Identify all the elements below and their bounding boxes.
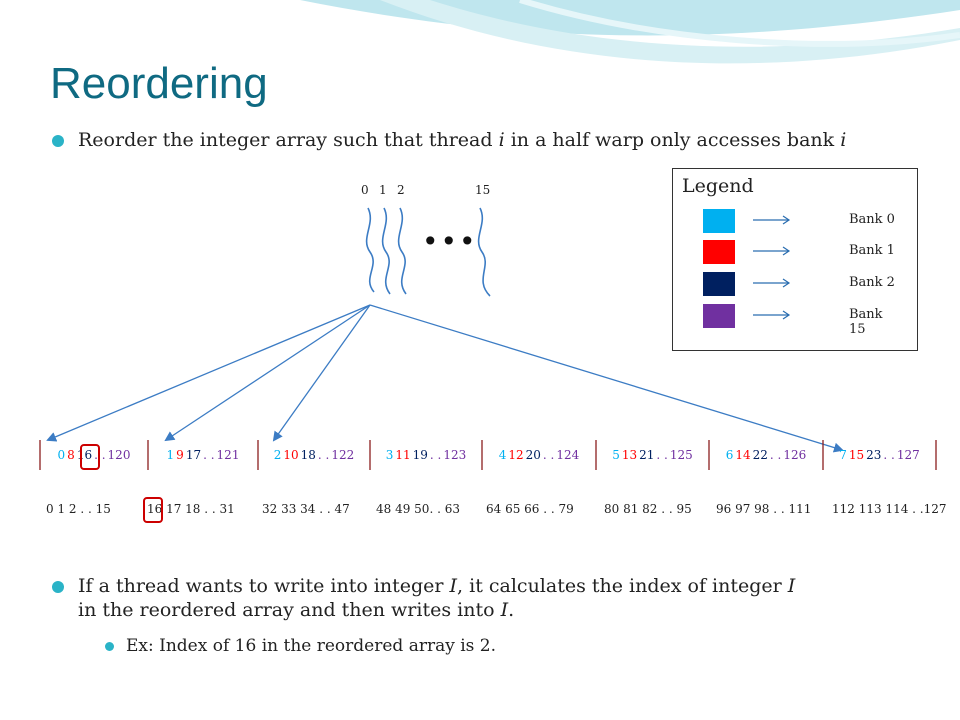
arrow-right-icon: [753, 246, 791, 256]
bullet-dot-icon: [52, 135, 64, 147]
index-range-4: 64 65 66 . . 79: [486, 502, 574, 516]
thread-ellipsis: •••: [422, 225, 478, 258]
index-range-5: 80 81 82 . . 95: [604, 502, 692, 516]
bullet-write: If a thread wants to write into integer …: [52, 574, 902, 622]
index-range-7: 112 113 114 . .127: [832, 502, 947, 516]
sub-bullet-dot-icon: [105, 642, 114, 651]
thread-label-2: 2: [397, 183, 405, 197]
arrow-right-icon: [753, 215, 791, 225]
arrow-right-icon: [753, 278, 791, 288]
legend-label-bank-1: Bank 1: [849, 243, 895, 258]
index-range-0: 0 1 2 . . 15: [46, 502, 111, 516]
thread-2-squiggle: [397, 207, 407, 295]
sub-bullet-example-text: Ex: Index of 16 in the reordered array i…: [126, 636, 497, 656]
thread-15-squiggle: [477, 207, 491, 297]
bullet-dot-icon: [52, 581, 64, 593]
sub-bullet-example: Ex: Index of 16 in the reordered array i…: [105, 634, 496, 658]
thread-label-15: 15: [475, 183, 491, 197]
thread-1-squiggle: [381, 207, 391, 295]
index-range-1: 16 17 18 . . 31: [147, 502, 235, 516]
legend-label-bank-15: Bank 15: [849, 307, 883, 337]
legend-box: Legend Bank 0 Bank 1 Bank 2 Bank 15: [672, 168, 918, 351]
bullet-reorder-text: Reorder the integer array such that thre…: [78, 129, 847, 151]
legend-label-bank-0: Bank 0: [849, 212, 895, 227]
slide-title: Reordering: [50, 59, 268, 108]
legend-item-bank-1: Bank 1: [703, 240, 903, 264]
swatch-bank-1: [703, 240, 735, 264]
arrow-thread-to-segment-1: [164, 304, 371, 442]
swatch-bank-2: [703, 272, 735, 296]
swatch-bank-0: [703, 209, 735, 233]
swatch-bank-15: [703, 304, 735, 328]
legend-item-bank-0: Bank 0: [703, 209, 903, 233]
legend-item-bank-15: Bank 15: [703, 304, 903, 337]
thread-0-squiggle: [365, 207, 375, 293]
arrow-thread-to-segment-2: [272, 304, 371, 442]
highlight-16-reordered: [80, 444, 100, 470]
header-swoosh: [300, 0, 960, 64]
bullet-reorder: Reorder the integer array such that thre…: [52, 128, 932, 152]
index-range-3: 48 49 50. . 63: [376, 502, 460, 516]
legend-item-bank-2: Bank 2: [703, 272, 903, 296]
thread-label-1: 1: [379, 183, 387, 197]
legend-label-bank-2: Bank 2: [849, 275, 895, 290]
index-range-6: 96 97 98 . . 111: [716, 502, 812, 516]
index-range-2: 32 33 34 . . 47: [262, 502, 350, 516]
legend-title: Legend: [682, 175, 754, 197]
arrow-right-icon: [753, 310, 791, 320]
highlight-16-original: [143, 497, 163, 523]
thread-label-0: 0: [361, 183, 369, 197]
arrow-thread-to-segment-0: [46, 304, 371, 442]
bullet-write-text: If a thread wants to write into integer …: [78, 575, 796, 621]
